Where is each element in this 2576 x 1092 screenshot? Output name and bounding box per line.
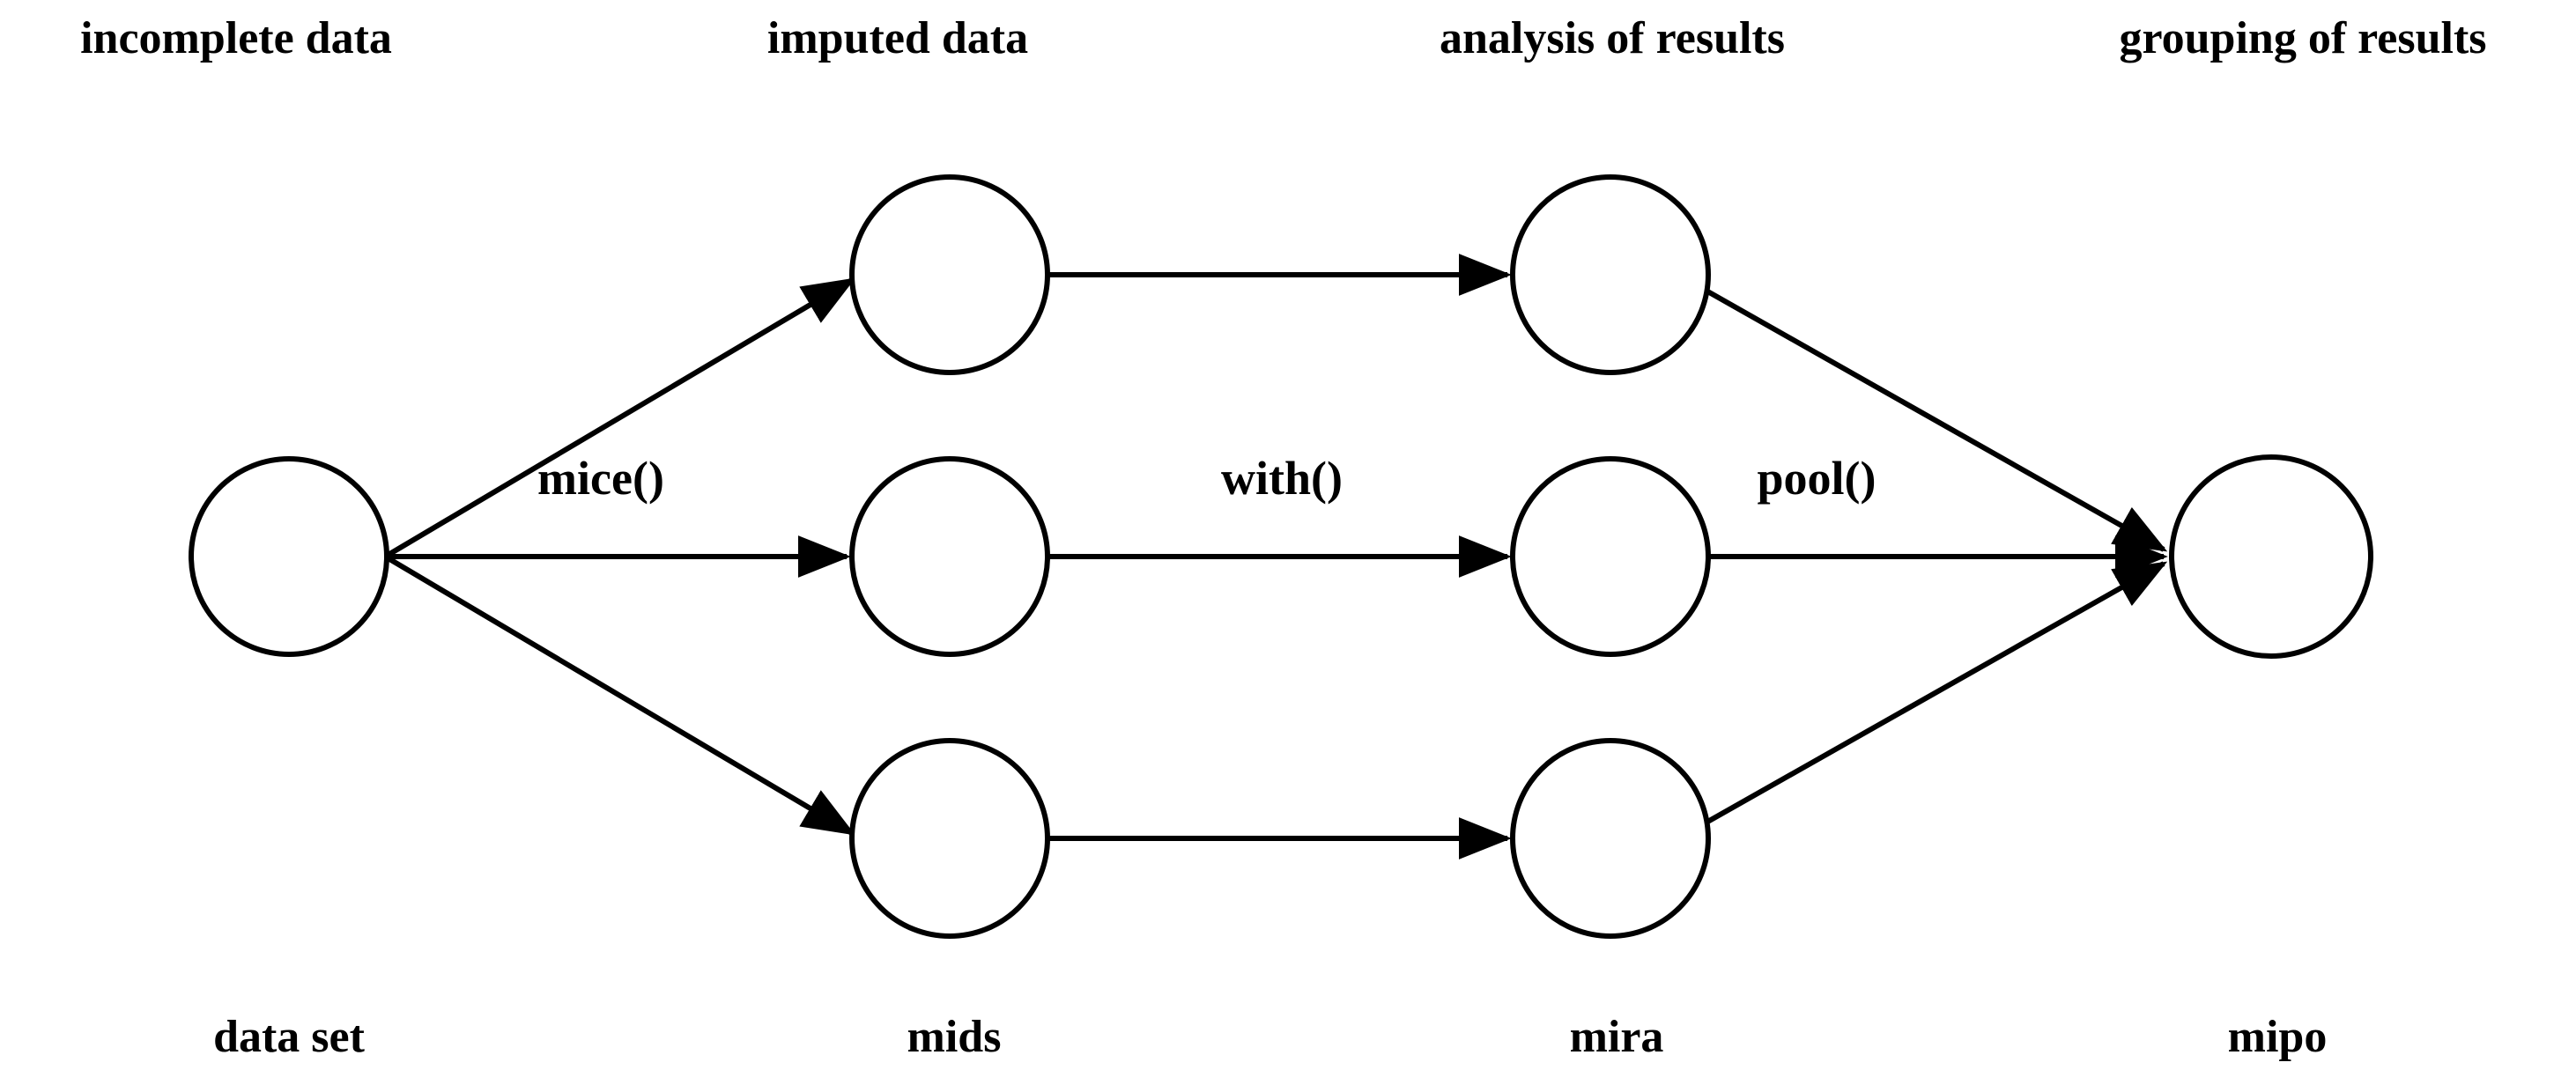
- node-mipo[interactable]: [2169, 454, 2373, 659]
- column-footer-mipo: mipo: [2227, 1012, 2328, 1062]
- node-mira-top[interactable]: [1510, 174, 1711, 375]
- column-footer-mira: mira: [1569, 1012, 1664, 1062]
- edge-pool-bot: [1689, 561, 2168, 834]
- edge-mice-bot: [385, 555, 856, 836]
- node-mids-mid[interactable]: [849, 456, 1050, 657]
- edge-pool-top: [1689, 279, 2168, 552]
- column-footer-data-set: data set: [213, 1012, 365, 1062]
- column-header-grouping-of-results: grouping of results: [2119, 13, 2487, 63]
- column-footer-mids: mids: [907, 1012, 1002, 1062]
- edge-group-pool: [1689, 279, 2168, 834]
- edge-group-mice: [385, 277, 856, 836]
- edge-label-pool: pool(): [1757, 452, 1876, 505]
- node-mira-mid[interactable]: [1510, 456, 1711, 657]
- edge-mice-top: [385, 277, 856, 558]
- node-mids-bot[interactable]: [849, 738, 1050, 939]
- edge-label-mice: mice(): [537, 452, 664, 505]
- node-data-set[interactable]: [189, 456, 389, 657]
- column-header-analysis-of-results: analysis of results: [1440, 13, 1785, 63]
- node-group: [189, 174, 2373, 939]
- node-mids-top[interactable]: [849, 174, 1050, 375]
- column-header-incomplete-data: incomplete data: [80, 13, 392, 63]
- edge-label-with: with(): [1221, 452, 1343, 505]
- edge-group-with: [1047, 254, 1512, 860]
- node-mira-bot[interactable]: [1510, 738, 1711, 939]
- column-header-imputed-data: imputed data: [766, 13, 1029, 63]
